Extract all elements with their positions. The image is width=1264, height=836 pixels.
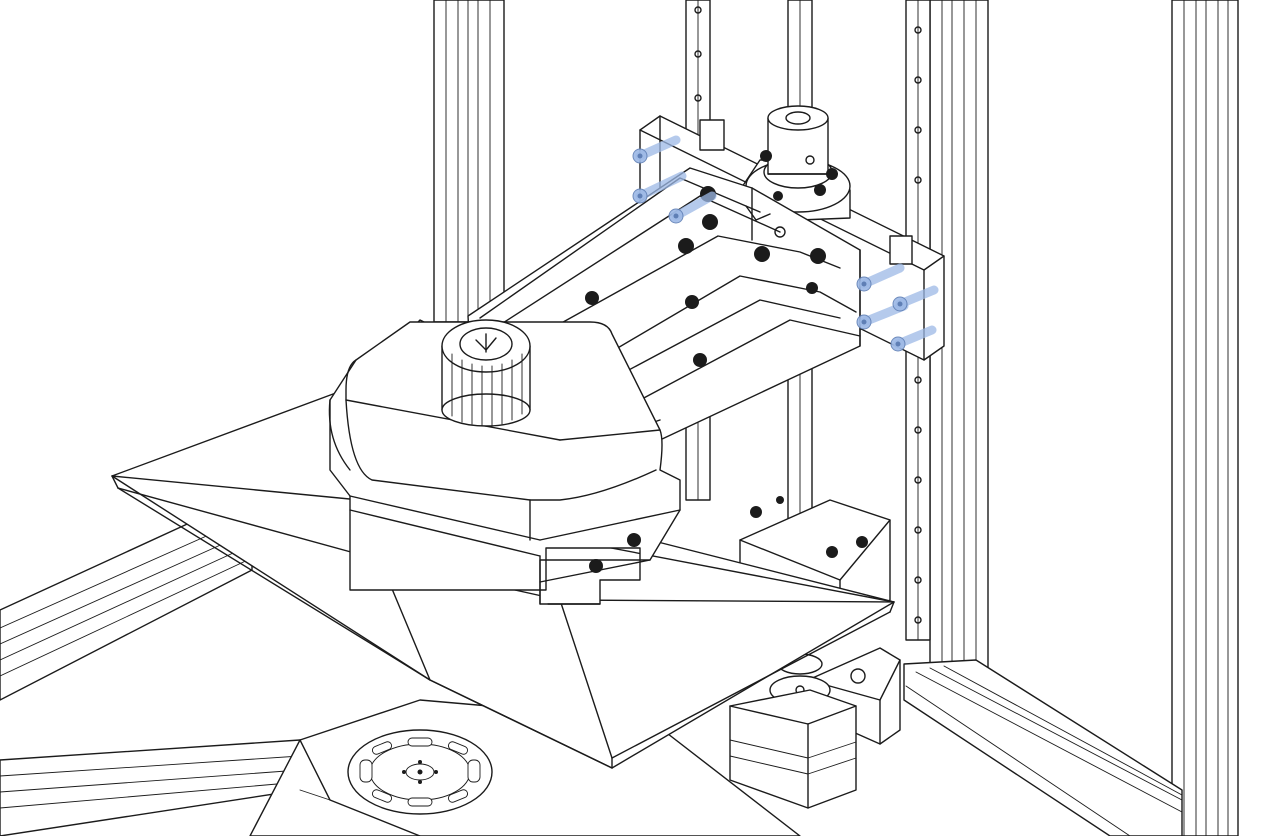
mounting-screw (856, 263, 905, 292)
mounting-screw (632, 135, 681, 164)
mounting-screws (632, 135, 939, 352)
tilt-knob (441, 319, 531, 427)
screen-vent (347, 729, 493, 815)
mounting-screw (890, 325, 937, 352)
mounting-screw (892, 285, 939, 312)
mounting-screw (632, 171, 687, 204)
build-plate-holder (328, 321, 681, 605)
mounting-screw (668, 191, 717, 224)
